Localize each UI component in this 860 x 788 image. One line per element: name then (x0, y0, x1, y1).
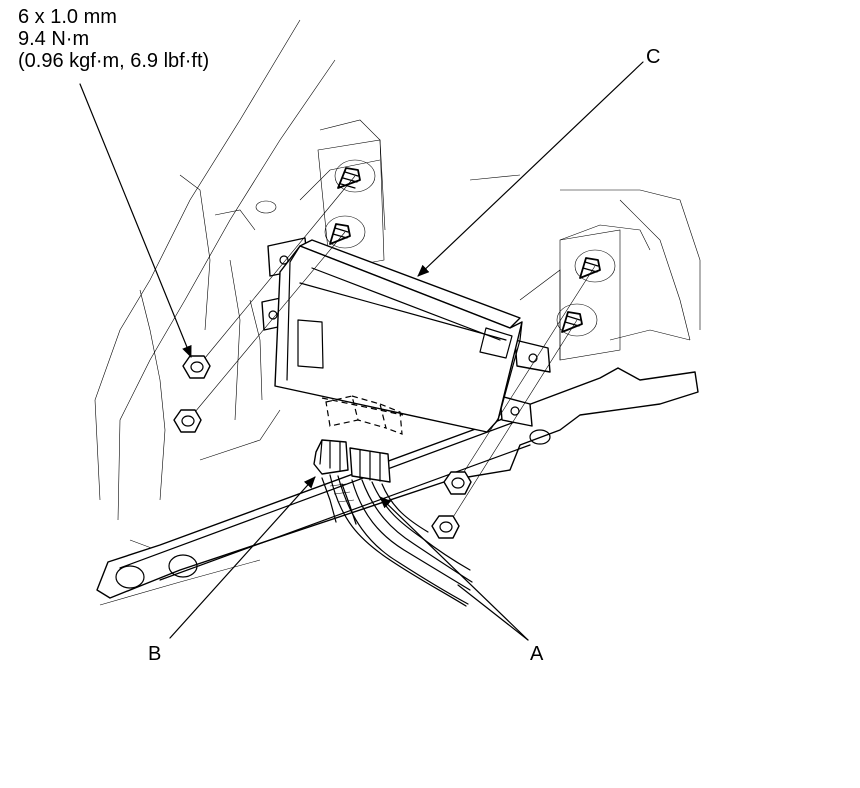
leader-b (169, 476, 316, 639)
lower-crossmember (96, 367, 699, 606)
right-stud-plate (556, 229, 621, 361)
stud-icon (329, 223, 351, 245)
callout-a: A (530, 643, 544, 665)
stud-icon (337, 167, 361, 189)
nut-icon (431, 515, 460, 539)
callout-c: C (646, 46, 661, 68)
fastener-size: 6 x 1.0 mm (18, 6, 117, 28)
stud-icon (579, 257, 601, 279)
leader-c (417, 61, 644, 277)
nut-icon (182, 355, 211, 379)
control-unit (261, 237, 551, 435)
torque-spec: 6 x 1.0 mm 9.4 N·m (0.96 kgf·m, 6.9 lbf·… (18, 6, 209, 72)
wire-harness (321, 474, 473, 607)
torque-alternate-units: (0.96 kgf·m, 6.9 lbf·ft) (18, 50, 210, 72)
connector-icon (349, 447, 391, 483)
alignment-lines (189, 175, 596, 523)
callout-b: B (148, 643, 162, 665)
leader-a (379, 496, 529, 641)
left-stud-plate (317, 139, 385, 271)
leader-torque (79, 83, 192, 358)
connector-icon (313, 439, 349, 475)
stud-icon (561, 311, 583, 333)
nut-icon (443, 471, 472, 495)
nut-icon (173, 409, 202, 433)
torque-value: 9.4 N·m (18, 28, 90, 50)
